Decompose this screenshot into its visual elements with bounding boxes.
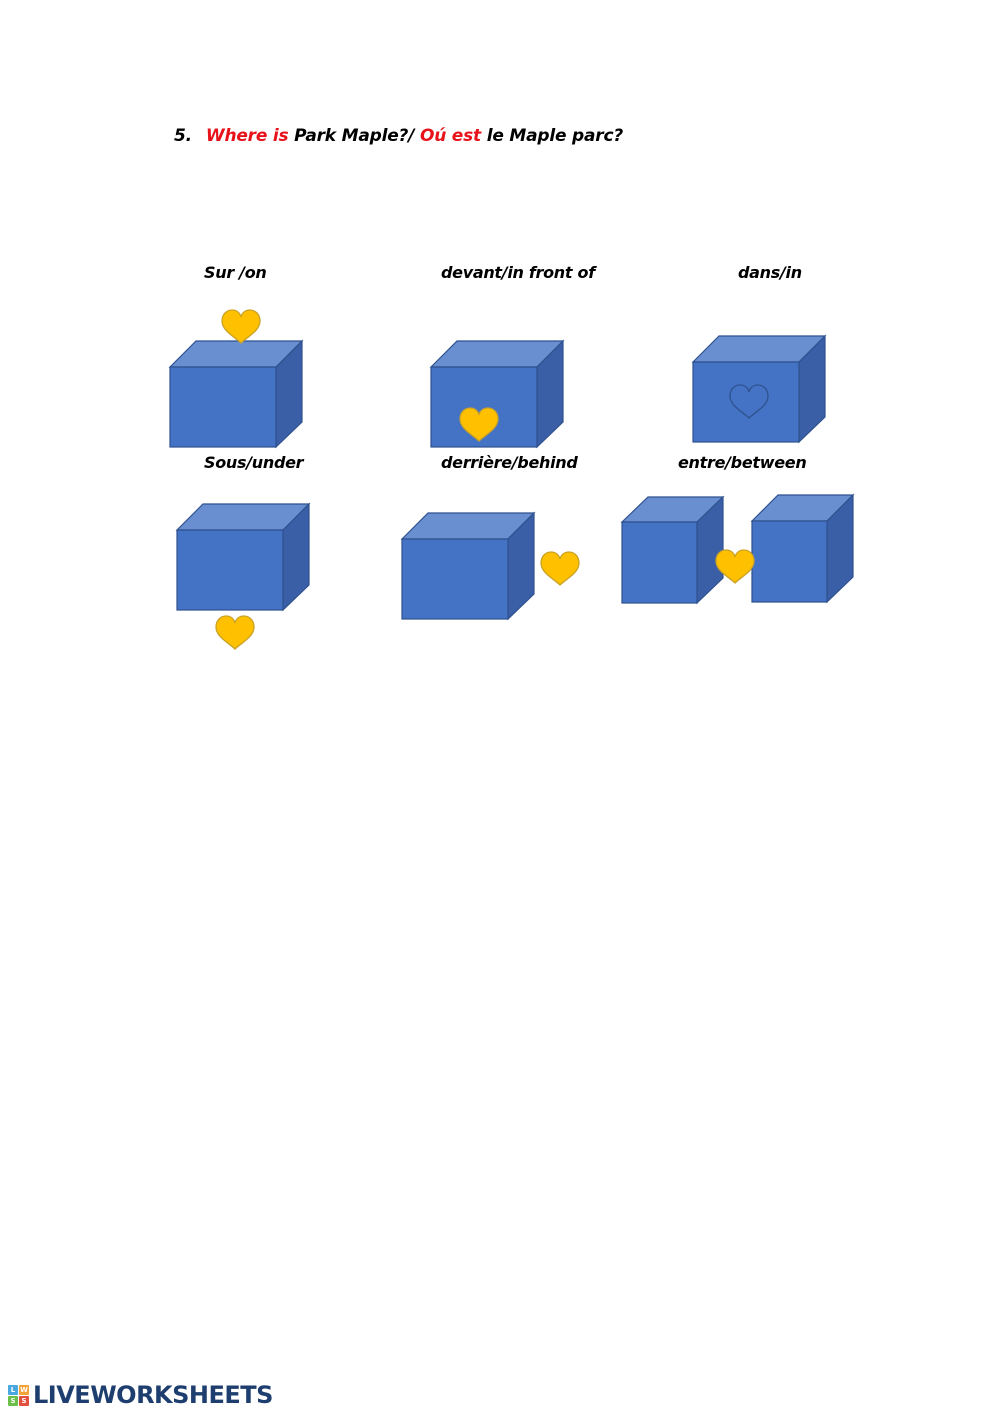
liveworksheets-logo-icon: L W S S — [8, 1384, 29, 1406]
label-between: entre/between — [678, 453, 807, 472]
cube-in-front-of — [429, 339, 565, 449]
cube-behind — [400, 511, 536, 621]
label-in: dans/in — [738, 263, 802, 282]
question-en: Park Maple?/ — [294, 126, 415, 146]
question-fr-red: Oú est — [419, 126, 481, 146]
question-heading: 5. Where is Park Maple?/ Oú est le Maple … — [174, 126, 623, 146]
question-fr: le Maple parc? — [486, 126, 623, 146]
label-on: Sur /on — [204, 263, 267, 282]
cube-on — [168, 339, 304, 449]
logo-tile: S — [19, 1395, 29, 1406]
logo-tile: L — [8, 1384, 18, 1395]
label-in-front-of: devant/in front of — [441, 263, 595, 282]
cube-between-right — [750, 493, 855, 604]
label-behind: derrière/behind — [441, 453, 578, 472]
label-under: Sous/under — [204, 453, 304, 472]
logo-tile: S — [8, 1395, 18, 1406]
heart-icon — [215, 615, 255, 650]
logo-tile: W — [19, 1384, 29, 1395]
brand-name: LIVEWORKSHEETS — [33, 1381, 273, 1409]
heart-icon — [221, 309, 261, 344]
question-number: 5. — [174, 126, 192, 146]
liveworksheets-footer: L W S S LIVEWORKSHEETS — [8, 1381, 273, 1409]
question-en-red: Where is — [205, 126, 289, 146]
cube-between-left — [620, 495, 725, 605]
cube-under — [175, 502, 311, 612]
heart-icon — [540, 551, 580, 586]
cube-in — [691, 334, 827, 444]
